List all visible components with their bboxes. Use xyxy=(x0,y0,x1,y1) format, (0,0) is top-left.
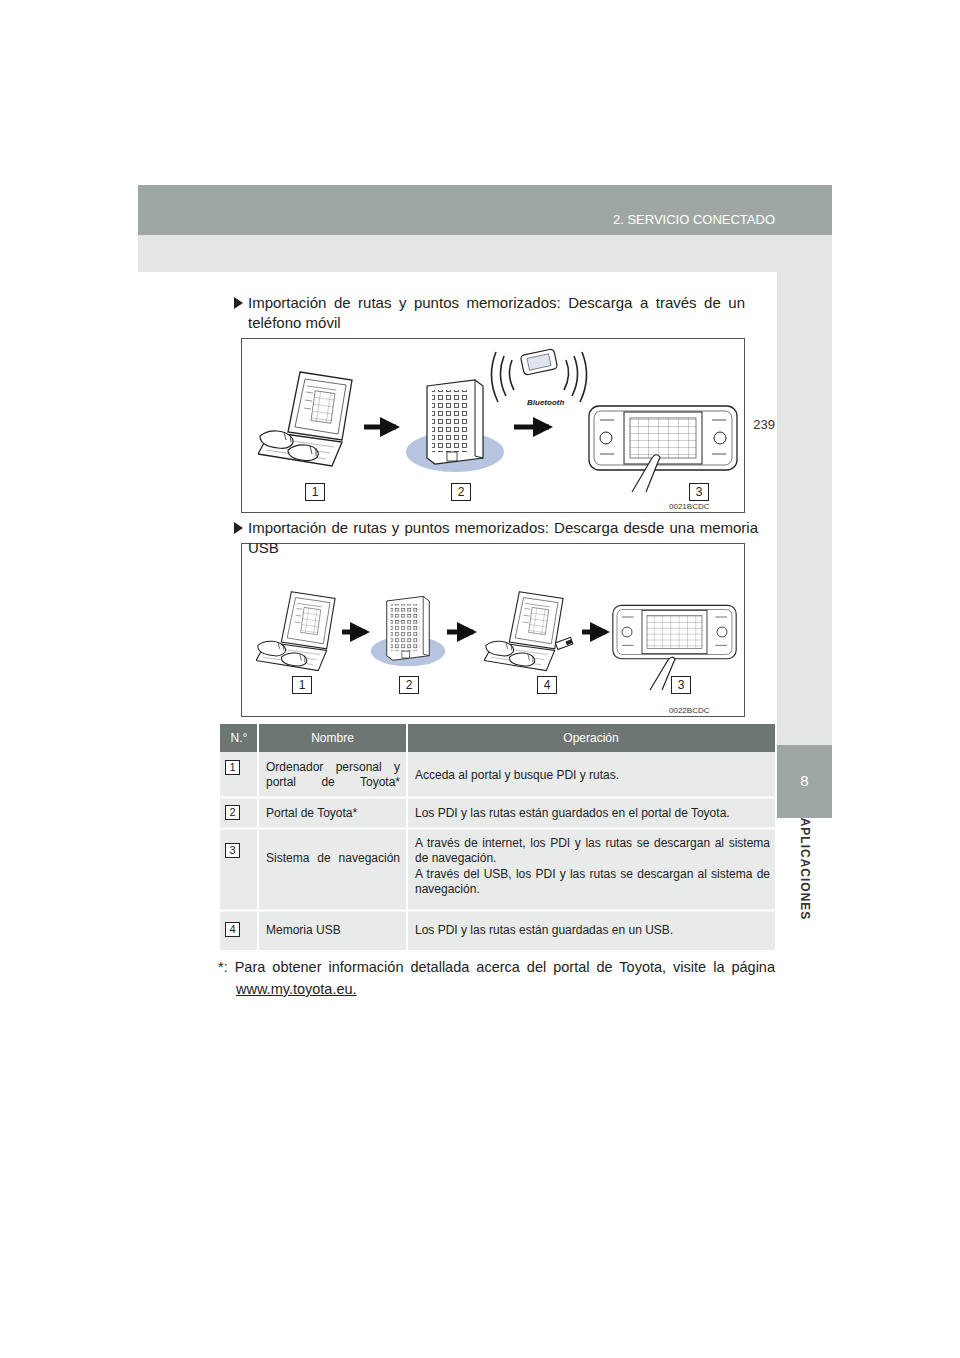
bullet-triangle xyxy=(234,522,243,534)
header-band xyxy=(138,235,832,272)
building-illustration xyxy=(406,380,504,472)
figure-stage: 1 xyxy=(250,360,360,501)
table-header-row xyxy=(220,724,775,752)
usb-stick xyxy=(555,637,572,649)
pointing-finger xyxy=(632,455,660,492)
flow-arrow xyxy=(342,630,366,635)
figure-stage: 1 xyxy=(250,565,338,694)
figure-stage: 2 xyxy=(370,565,443,694)
table-row xyxy=(220,910,775,950)
table-header: Nombre xyxy=(258,731,407,745)
figure-frame xyxy=(242,339,745,513)
figure-stage: 3 xyxy=(610,565,740,694)
chapter-name: APLICACIONES xyxy=(798,809,812,929)
side-strip xyxy=(777,272,832,745)
laptop-illustration xyxy=(256,592,335,671)
figure-stage: 2 xyxy=(400,360,510,501)
bullet-text: Importación de rutas y puntos memorizado… xyxy=(248,293,745,333)
callout-number: 1 xyxy=(305,483,325,501)
bullet-text: Importación de rutas y puntos memorizado… xyxy=(248,518,758,558)
table-cell: Sistema de navegación xyxy=(266,851,400,866)
callout-number: 1 xyxy=(292,676,312,694)
callout-number: 3 xyxy=(689,483,709,501)
table-cell: A través del USB, los PDI y las rutas se… xyxy=(415,867,770,897)
table-column-divider xyxy=(258,724,407,950)
table-cell: Ordenador personal y portal de Toyota* xyxy=(266,760,400,790)
table-cell: Portal de Toyota* xyxy=(266,806,400,821)
page-number: 239 xyxy=(700,417,775,432)
table-row xyxy=(220,797,775,828)
navigation-unit xyxy=(589,406,737,470)
figure-code: 0022BCDC xyxy=(669,706,729,715)
bullet-triangle xyxy=(234,297,243,309)
header-bar xyxy=(138,185,832,235)
navigation-unit xyxy=(613,605,736,658)
flow-arrow xyxy=(447,630,473,635)
table-header: N.° xyxy=(220,731,258,745)
callout-number: 2 xyxy=(399,676,419,694)
flow-arrow xyxy=(364,425,396,430)
section-title: 2. SERVICIO CONECTADO xyxy=(560,212,775,227)
bluetooth-logo-text: Bluetooth xyxy=(526,398,578,407)
table-cell: Acceda al portal y busque PDI y rutas. xyxy=(415,768,770,783)
figure-code: 0021BCDC xyxy=(669,502,729,511)
figure-frame xyxy=(242,544,745,717)
footnote-link: www.my.toyota.eu. xyxy=(236,980,436,999)
figure-stage: 3 xyxy=(553,345,740,501)
callout-number: 1 xyxy=(225,760,240,775)
table-row xyxy=(220,752,775,797)
table-cell: Memoria USB xyxy=(266,923,400,938)
table-cell: Los PDI y las rutas están guardadas en u… xyxy=(415,923,770,938)
callout-number: 3 xyxy=(671,676,691,694)
phone-illustration xyxy=(491,349,586,402)
building-illustration xyxy=(371,596,445,666)
callout-number: 4 xyxy=(225,922,240,937)
table-cell: Los PDI y las rutas están guardados en e… xyxy=(415,806,770,821)
table-header: Operación xyxy=(407,731,775,745)
table-row-divider xyxy=(220,798,775,911)
figure-stage: 4 xyxy=(477,565,578,694)
table-row xyxy=(220,828,775,910)
callout-number: 2 xyxy=(225,805,240,820)
flow-arrow xyxy=(514,425,549,430)
chapter-number: 8 xyxy=(777,772,832,789)
callout-number: 4 xyxy=(537,676,557,694)
laptop-illustration xyxy=(258,372,352,466)
laptop-illustration xyxy=(484,592,563,671)
callout-number: 3 xyxy=(225,843,240,858)
flow-arrow xyxy=(582,630,606,635)
footnote: *: Para obtener información detallada ac… xyxy=(218,958,775,977)
chapter-tab xyxy=(777,745,832,818)
table-cell: A través de internet, los PDI y las ruta… xyxy=(415,836,770,866)
callout-number: 2 xyxy=(451,483,471,501)
